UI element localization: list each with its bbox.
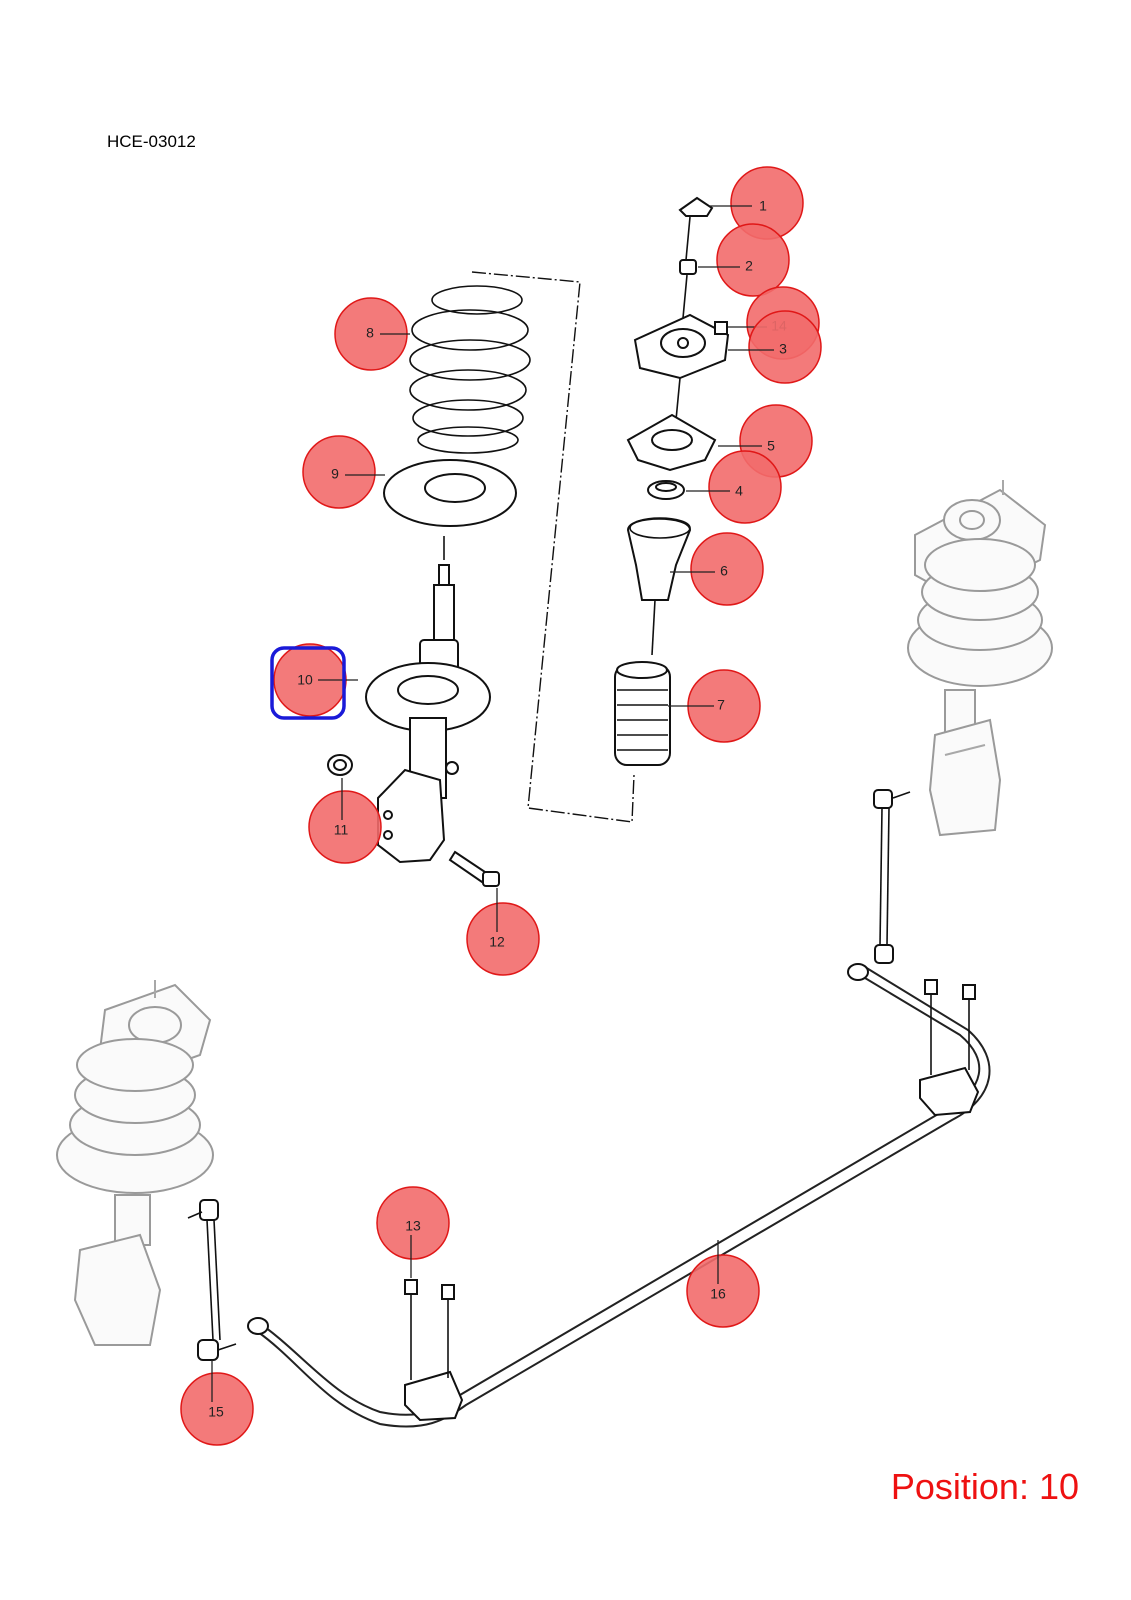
bearing-plate <box>626 413 717 472</box>
svg-text:5: 5 <box>767 438 775 454</box>
callout-bubble-1[interactable]: 1 <box>710 166 804 240</box>
svg-text:6: 6 <box>720 563 728 579</box>
callout-bubble-6[interactable]: 6 <box>670 532 764 606</box>
stabilizer-bar <box>247 963 991 1428</box>
selection-highlight <box>270 646 346 720</box>
dust-cap <box>678 196 714 261</box>
callout-bubble-9[interactable]: 9 <box>302 435 385 509</box>
top-mount <box>633 313 730 421</box>
callout-bubble-3[interactable]: 3 <box>728 310 822 384</box>
upper-spring-seat <box>383 459 517 527</box>
svg-text:8: 8 <box>366 325 374 341</box>
svg-text:2: 2 <box>745 258 753 274</box>
callout-bubble-8[interactable]: 8 <box>334 297 410 371</box>
bump-stop <box>626 517 692 656</box>
callout-bubble-10[interactable]: 10 <box>273 643 358 717</box>
ghost-strut-right <box>907 480 1053 837</box>
shock-absorber <box>365 536 491 864</box>
svg-text:3: 3 <box>779 341 787 357</box>
callout-bubble-16[interactable]: 16 <box>686 1240 760 1328</box>
callout-bubble-15[interactable]: 15 <box>180 1360 254 1446</box>
assembly-bracket-line <box>471 271 635 823</box>
svg-text:9: 9 <box>331 466 339 482</box>
svg-text:16: 16 <box>710 1286 726 1302</box>
position-label: Position: 10 <box>890 1466 1079 1507</box>
coil-spring <box>409 285 531 454</box>
svg-text:11: 11 <box>334 822 349 838</box>
callout-bubble-12[interactable]: 12 <box>466 888 540 976</box>
dust-boot <box>614 661 671 766</box>
svg-text:13: 13 <box>405 1218 421 1234</box>
svg-text:1: 1 <box>759 198 767 214</box>
ghost-strut-left <box>56 980 214 1346</box>
callout-bubble-4[interactable]: 4 <box>686 450 782 524</box>
svg-text:4: 4 <box>735 483 743 499</box>
bracket-bolts <box>404 979 976 1380</box>
bolt-12 <box>448 850 500 887</box>
svg-text:7: 7 <box>717 697 725 713</box>
callout-bubble-11[interactable]: 11 <box>308 778 382 864</box>
stabilizer-link-right <box>873 789 911 964</box>
nut-11 <box>327 754 353 776</box>
flange-nut <box>679 259 697 319</box>
callout-bubble-2[interactable]: 2 <box>698 223 790 297</box>
washer <box>647 480 685 500</box>
diagram-code: HCE-03012 <box>107 132 196 151</box>
callout-bubble-13[interactable]: 13 <box>376 1186 450 1278</box>
svg-text:15: 15 <box>208 1404 224 1420</box>
callout-bubble-7[interactable]: 7 <box>668 669 761 743</box>
stabilizer-link-left <box>187 1199 237 1361</box>
svg-text:12: 12 <box>489 934 505 950</box>
svg-text:10: 10 <box>297 672 313 688</box>
